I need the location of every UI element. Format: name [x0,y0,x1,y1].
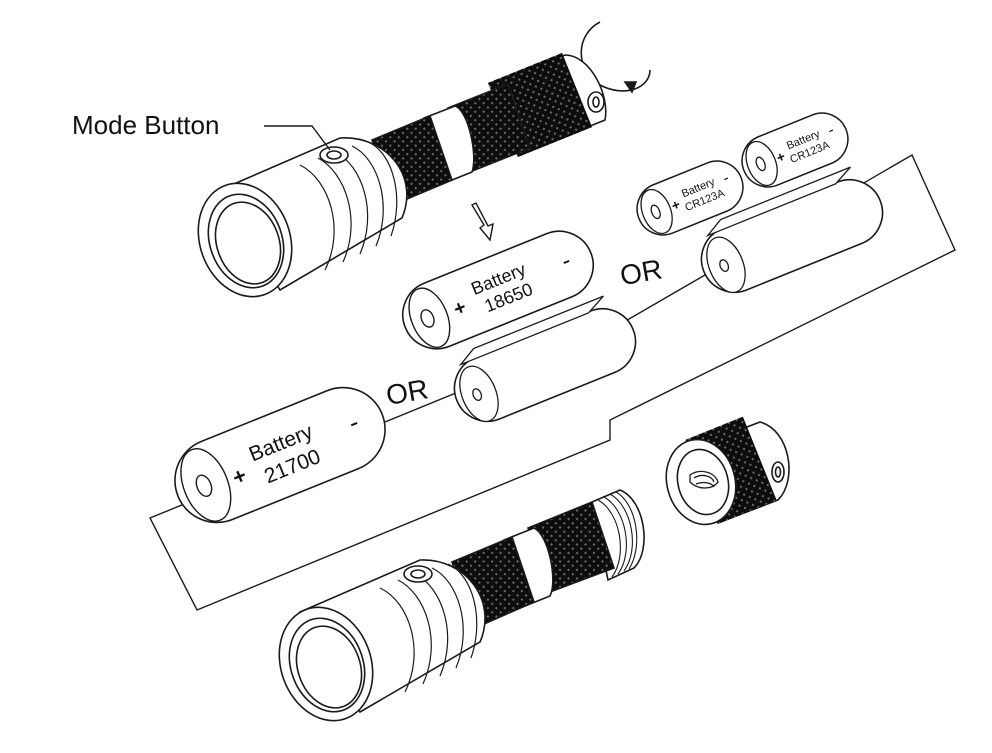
flashlight-bottom [278,489,645,722]
tail-cap [665,416,790,526]
battery-bracket [149,154,956,611]
mode-button-label: Mode Button [72,110,219,140]
battery-21700: + Battery 21700 - [174,386,386,524]
battery-cr123a-1: + Battery CR123A - [636,160,744,236]
or-label-2: OR [618,253,665,291]
battery-18650: + Battery 18650 - [402,230,594,350]
battery-cr123a-1-minus: - [720,170,731,188]
or-label-1: OR [384,373,431,411]
battery-cr123a-2: + Battery CR123A - [741,112,849,188]
mode-button-leader [264,125,331,151]
flashlight-top [197,21,651,298]
battery-sleeve-cr123a [700,166,884,294]
down-arrow-icon [471,202,494,242]
battery-cr123a-2-minus: - [825,122,836,140]
battery-sleeve-18650 [453,295,637,423]
